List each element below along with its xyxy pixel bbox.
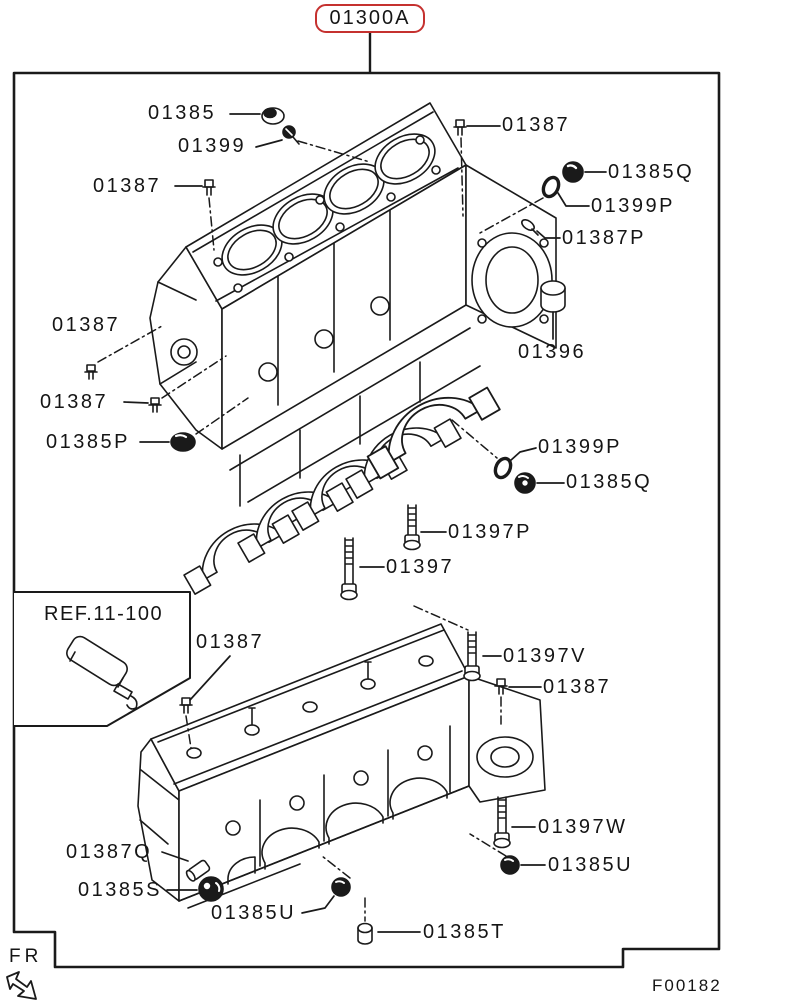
callout-01387P: 01387P xyxy=(562,227,646,249)
part-01385S-ring xyxy=(198,876,224,902)
part-01385T-plug xyxy=(357,922,373,945)
callout-01397P: 01397P xyxy=(448,521,532,543)
main-part-callout: 01300A xyxy=(315,4,425,33)
front-direction-arrow xyxy=(6,971,37,1000)
part-01385P-plug xyxy=(170,432,196,452)
callout-01385T: 01385T xyxy=(423,921,506,943)
callout-01387-5: 01387 xyxy=(196,631,265,653)
crankcase-lower-drawing xyxy=(137,623,546,909)
part-bolts-0139x xyxy=(340,504,511,849)
ref-box xyxy=(13,591,191,727)
callout-01385U-1: 01385U xyxy=(548,854,634,876)
callout-01385U-2: 01385U xyxy=(211,902,297,924)
part-01385U-plugs xyxy=(331,855,520,897)
front-label: FR xyxy=(9,946,43,967)
callout-01387-4: 01387 xyxy=(40,391,109,413)
cylinder-block-upper-drawing xyxy=(149,102,557,541)
ref-note-label: REF.11-100 xyxy=(44,603,164,625)
part-01399P-orings xyxy=(493,175,561,480)
callout-01387-2: 01387 xyxy=(502,114,571,136)
callout-01385: 01385 xyxy=(148,102,217,124)
callout-01387-3: 01387 xyxy=(52,314,121,336)
callout-01387Q: 01387Q xyxy=(66,841,153,863)
callout-01399: 01399 xyxy=(178,135,247,157)
part-01387Q-sleeve xyxy=(185,859,211,882)
leader-lines xyxy=(123,113,607,933)
callout-01387-1: 01387 xyxy=(93,175,162,197)
part-01387-bolts xyxy=(84,119,508,714)
construction-lines xyxy=(97,137,544,922)
callout-01396: 01396 xyxy=(518,341,587,363)
callout-01385Q-2: 01385Q xyxy=(566,471,653,493)
callout-01385S: 01385S xyxy=(78,879,162,901)
callout-01399P-2: 01399P xyxy=(538,436,622,458)
callout-01397: 01397 xyxy=(386,556,455,578)
figure-code-label: F00182 xyxy=(652,976,722,995)
callout-01385P: 01385P xyxy=(46,431,130,453)
callout-01399P-1: 01399P xyxy=(591,195,675,217)
frame-border xyxy=(12,71,721,969)
part-01387P-pin xyxy=(521,219,539,236)
part-01396-bushing xyxy=(540,280,566,313)
callout-01387-6: 01387 xyxy=(543,676,612,698)
part-01385Q-plugs xyxy=(514,161,584,494)
sealant-tube-drawing xyxy=(66,635,138,710)
part-01399 xyxy=(282,125,300,145)
callout-01397V: 01397V xyxy=(503,645,587,667)
callout-01385Q-1: 01385Q xyxy=(608,161,695,183)
bearing-caps-drawing xyxy=(183,386,501,595)
part-01385-plug xyxy=(261,107,285,125)
callout-01397W: 01397W xyxy=(538,816,628,838)
